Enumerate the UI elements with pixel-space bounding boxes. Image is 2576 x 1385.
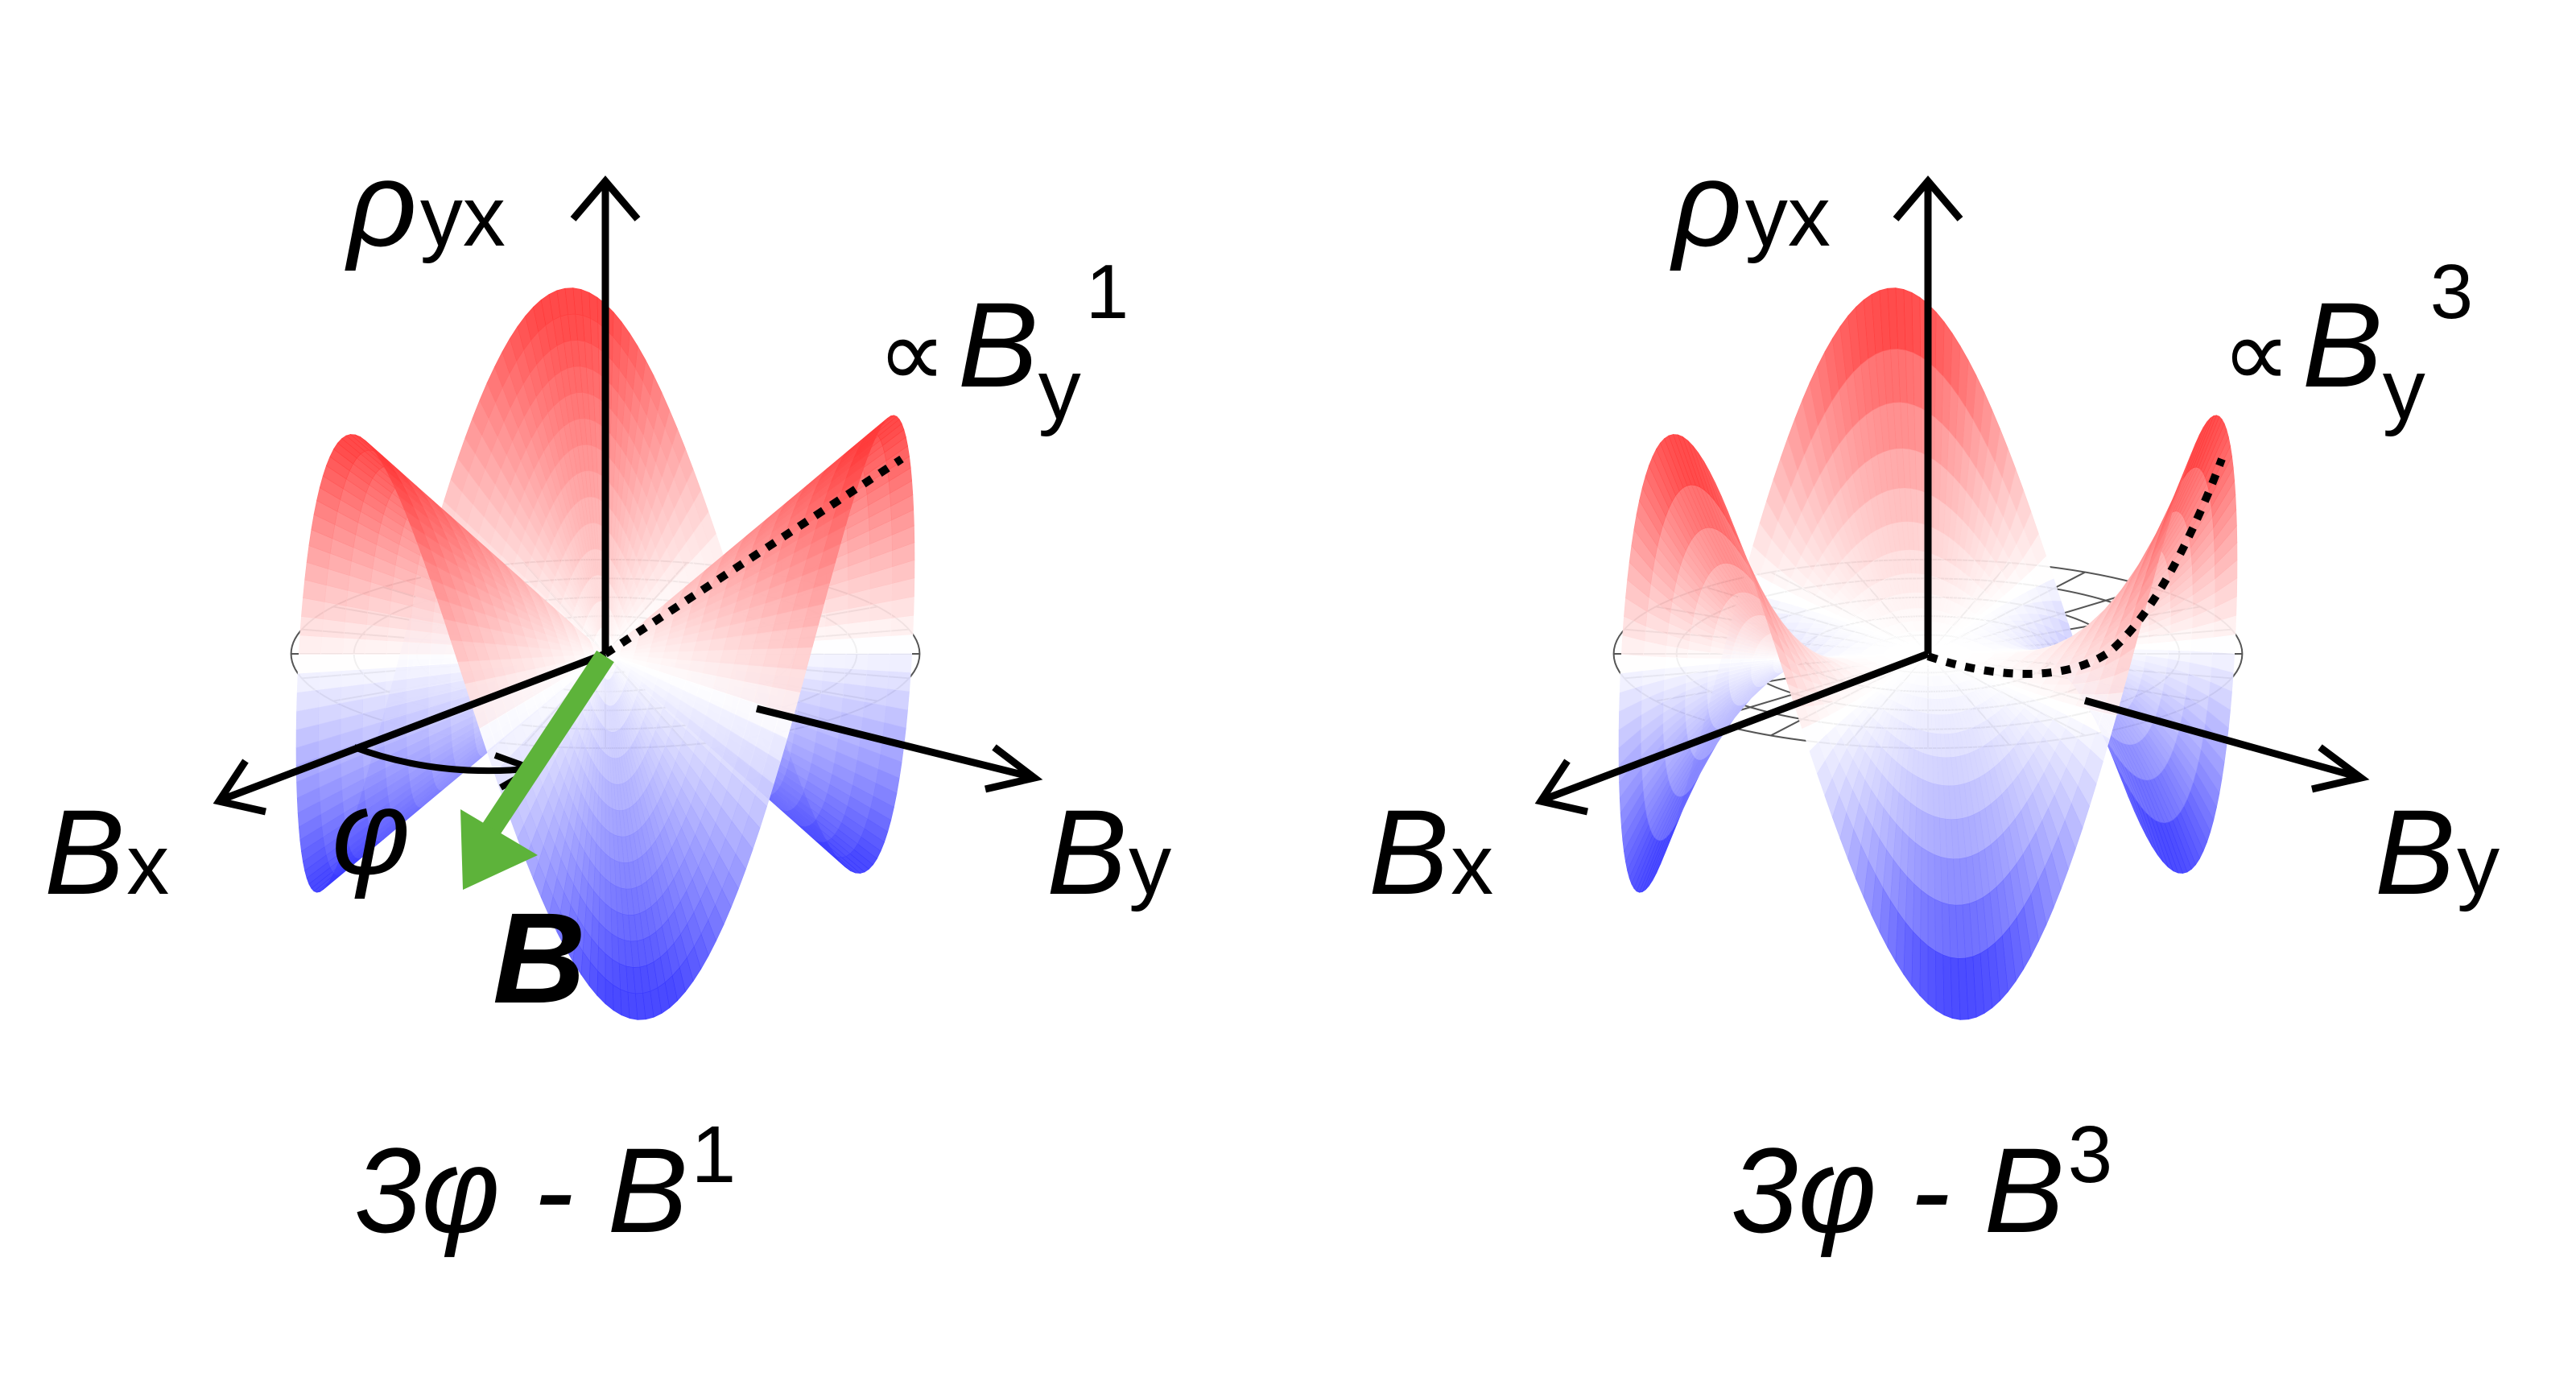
surface-patch [320,654,344,672]
surface-patch [890,614,914,636]
surface-patch [890,634,914,654]
surface-patch [297,654,321,674]
surface-patch [612,958,621,990]
surface-patch [1911,291,1922,358]
caption: 3φ - B1 [354,1110,736,1258]
surface-patch [846,620,870,639]
surface-patch [298,635,323,655]
surface-patch [296,672,320,693]
surface-patch [868,618,892,638]
surface-patch [610,883,617,913]
rho-axis-label: ρyx [345,136,506,271]
surface-patch [605,803,610,833]
surface-patch [844,668,868,687]
surface-patch [2212,634,2236,654]
surface-patch [822,667,846,684]
panel-right: ρyx ∝By3 Bx By 3φ - B3 [1368,136,2500,1258]
surface-patch [676,651,695,661]
surface-patch [299,616,324,637]
surface-patch [343,621,367,640]
surface-patch [341,654,365,672]
surface-patch [865,669,890,689]
surface-patch [385,653,409,668]
surface-patch [429,653,452,666]
surface-patch [600,824,606,855]
bx-axis-label: Bx [44,784,169,920]
surface-patch [605,878,612,909]
surface-patch [364,639,388,655]
surface-patch [605,728,609,757]
surface-patch [407,641,431,655]
surface-patch [823,653,847,669]
angle-label: φ [332,764,411,899]
surface-patch [362,667,386,684]
surface-patch [610,907,619,939]
surface-patch [605,778,609,808]
surface-patch [844,653,869,671]
surface-patch [609,857,617,887]
surface-patch [363,654,387,670]
surface-patch [886,688,910,710]
surface-patch [430,643,453,655]
surface-patch [866,653,890,672]
surface-patch [320,636,345,655]
surface-patch [620,989,630,1019]
surface-patch [605,753,609,782]
surface-patch [824,638,848,654]
surface-patch [845,636,869,654]
surface-patch [888,653,913,673]
proportional-label: ∝By1 [877,249,1129,437]
surface-patch [605,828,611,858]
surface-patch [386,640,410,655]
surface-patch [321,618,345,639]
surface-patch [341,668,365,688]
panel-left: ρyx ∝By1 Bx By φ B 3φ - B1 [44,136,1171,1258]
surface-patch [867,635,891,654]
surface-patch [601,775,606,805]
surface-patch [887,671,911,692]
surface-patch [407,653,431,667]
surface-patch [612,984,622,1016]
surface-patch [342,637,366,655]
surface-patch [1934,311,1945,377]
surface-patch [605,853,611,884]
surface-patch [611,933,620,965]
surface-patch [602,726,606,755]
vector-label: B [493,886,586,1030]
by-axis-label: By [1046,784,1171,920]
surface-patch [601,800,606,830]
surface-patch [319,670,343,690]
surface-patch [385,666,408,682]
surface-patch [602,750,606,779]
